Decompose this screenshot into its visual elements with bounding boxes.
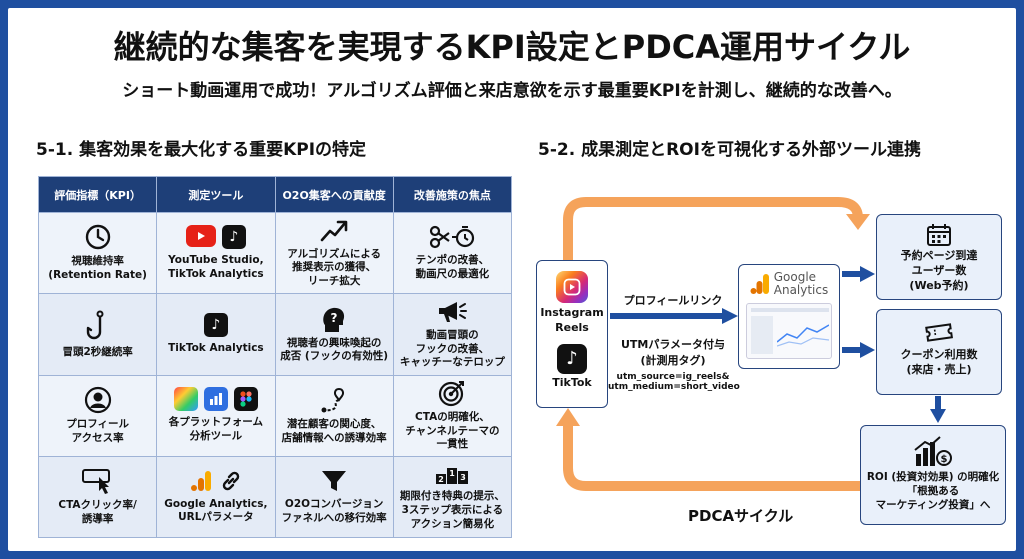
kpi-cell: CTAクリック率/ 誘導率 <box>37 455 158 539</box>
col-header-tool: 測定ツール <box>156 176 276 213</box>
focus-label: 動画冒頭の フックの改善、 キャッチーなテロップ <box>399 328 505 369</box>
tiktok-icon: ♪ <box>221 224 246 249</box>
kpi-cell: 視聴維持率 (Retention Rate) <box>37 211 158 295</box>
tool-cell: Google Analytics, URLパラメータ <box>156 455 276 539</box>
page-title: 継続的な集客を実現するKPI設定とPDCA運用サイクル <box>113 28 911 66</box>
contribution-cell: アルゴリズムによる 推奨表示の獲得、 リーチ拡大 <box>274 211 394 295</box>
target-icon <box>439 381 465 407</box>
result-reservation-label: 予約ページ到達 ユーザー数 (Web予約) <box>900 249 978 292</box>
tool-cell: 各プラットフォーム 分析ツール <box>156 374 276 457</box>
flow-arrows <box>556 197 946 491</box>
google-analytics-box: Google Analytics <box>738 264 840 369</box>
contribution-cell: ? 視聴者の興味喚起の 成否 (フックの有効性) <box>274 293 394 376</box>
orange-arrow-top <box>563 197 863 260</box>
source-platforms-box: Instagram Reels ♪ TikTok <box>536 260 608 408</box>
svg-text:?: ? <box>331 311 338 325</box>
svg-text:$: $ <box>941 454 948 465</box>
link-icon <box>222 471 240 490</box>
kpi-label: 冒頭2秒継続率 <box>62 345 133 358</box>
utm-code: utm_source=ig_reels& utm_medium=short_vi… <box>608 372 740 392</box>
result-roi-box: $ ROI (投資対効果) の明確化 「根拠ある マーケティング投資」へ <box>860 425 1006 525</box>
youtube-icon <box>185 224 216 247</box>
focus-cell: 動画冒頭の フックの改善、 キャッチーなテロップ <box>392 293 513 376</box>
orange-arrow-return <box>563 424 860 491</box>
svg-text:1: 1 <box>450 469 456 478</box>
table-row: 冒頭2秒継続率 ♪ TikTok Analytics ? 視聴者の興味喚起の 成… <box>37 293 513 376</box>
google-analytics-icon <box>750 274 769 295</box>
tiktok-icon: ♪ <box>203 313 228 338</box>
tool-cell: ♪ YouTube Studio, TikTok Analytics <box>156 211 276 295</box>
result-roi-label: ROI (投資対効果) の明確化 「根拠ある マーケティング投資」へ <box>866 471 1000 512</box>
contribution-label: アルゴリズムによる 推奨表示の獲得、 リーチ拡大 <box>287 247 382 287</box>
figma-app-icon <box>233 387 258 412</box>
focus-label: 期限付き特典の提示、 3ステップ表示による アクション簡易化 <box>399 490 505 530</box>
focus-cell: 2 1 3 期限付き特典の提示、 3ステップ表示による アクション簡易化 <box>392 455 513 539</box>
kpi-cell: プロフィール アクセス率 <box>37 374 158 457</box>
tiktok-label: TikTok <box>552 375 592 389</box>
result-coupon-box: クーポン利用数 (来店・売上) <box>876 309 1002 395</box>
focus-cell: テンポの改善、 動画尺の最適化 <box>392 211 513 295</box>
trend-up-icon <box>320 220 348 241</box>
roi-chart-icon: $ <box>914 436 952 466</box>
table-header-row: 評価指標（KPI） 測定ツール O2O集客への貢献度 改善施策の焦点 <box>37 176 513 213</box>
analytics-icon <box>190 470 211 491</box>
utm-label: UTMパラメータ付与 (計測用タグ) <box>620 338 726 367</box>
tool-flow-diagram: Instagram Reels ♪ TikTok プロフィールリンク UTMパラ… <box>528 168 1016 551</box>
hook-icon <box>86 310 104 339</box>
slide-canvas: 継続的な集客を実現するKPI設定とPDCA運用サイクル ショート動画運用で成功！… <box>8 8 1016 551</box>
contribution-label: 視聴者の興味喚起の 成否 (フックの有効性) <box>280 336 388 363</box>
kpi-label: CTAクリック率/ 誘導率 <box>58 499 137 525</box>
svg-text:3: 3 <box>461 473 467 482</box>
contribution-label: O2Oコンバージョン ファネルへの移行効率 <box>281 498 387 524</box>
bar-chart-app-icon <box>203 387 228 412</box>
tool-label: Google Analytics, URLパラメータ <box>164 497 268 524</box>
colorful-app-icon <box>173 387 198 412</box>
col-header-focus: 改善施策の焦点 <box>392 176 513 213</box>
route-pin-icon <box>321 387 345 413</box>
contribution-cell: 潜在顧客の関心度、 店舗情報への誘導効率 <box>274 374 394 457</box>
scissors-timer-icon <box>430 226 475 249</box>
funnel-icon <box>322 471 347 492</box>
section-heading-kpi: 5-1. 集客効果を最大化する重要KPIの特定 <box>36 140 367 160</box>
tool-label: TikTok Analytics <box>168 342 264 355</box>
tiktok-icon: ♪ <box>557 343 587 374</box>
kpi-cell: 冒頭2秒継続率 <box>37 293 158 376</box>
clock-icon <box>85 225 110 250</box>
megaphone-icon <box>439 301 468 322</box>
steps-icon: 2 1 3 <box>436 468 469 485</box>
page-subtitle: ショート動画運用で成功！アルゴリズム評価と来店意欲を示す最重要KPIを計測し、継… <box>122 81 902 101</box>
table-row: プロフィール アクセス率 各プラットフォーム 分析ツール <box>37 374 513 457</box>
focus-cell: CTAの明確化、 チャンネルテーマの 一貫性 <box>392 374 513 457</box>
calendar-icon <box>927 224 951 246</box>
click-icon <box>81 469 110 495</box>
kpi-label: 視聴維持率 (Retention Rate) <box>48 255 147 282</box>
pdca-cycle-label: PDCAサイクル <box>688 507 794 525</box>
tool-label: 各プラットフォーム 分析ツール <box>168 416 263 443</box>
instagram-reels-icon <box>556 271 588 303</box>
analytics-dashboard-thumbnail <box>746 303 832 360</box>
coupon-icon <box>925 323 953 342</box>
focus-label: テンポの改善、 動画尺の最適化 <box>415 254 490 281</box>
col-header-kpi: 評価指標（KPI） <box>37 176 158 213</box>
table-row: 視聴維持率 (Retention Rate) ♪ YouTube Studio,… <box>37 211 513 295</box>
question-head-icon: ? <box>323 307 345 332</box>
col-header-contribution: O2O集客への貢献度 <box>274 176 394 213</box>
result-coupon-label: クーポン利用数 (来店・売上) <box>900 348 978 376</box>
section-heading-tools: 5-2. 成果測定とROIを可視化する外部ツール連携 <box>538 140 921 160</box>
profile-link-label: プロフィールリンク <box>623 294 723 307</box>
kpi-label: プロフィール アクセス率 <box>66 417 130 444</box>
profile-icon <box>84 386 111 414</box>
table-row: CTAクリック率/ 誘導率 <box>37 455 513 539</box>
tool-cell: ♪ TikTok Analytics <box>156 293 276 376</box>
tool-label: YouTube Studio, TikTok Analytics <box>168 253 264 280</box>
google-analytics-label: Google Analytics <box>773 270 829 298</box>
focus-label: CTAの明確化、 チャンネルテーマの 一貫性 <box>405 411 500 451</box>
svg-text:2: 2 <box>439 475 445 484</box>
instagram-reels-label: Instagram Reels <box>540 306 604 334</box>
contribution-cell: O2Oコンバージョン ファネルへの移行効率 <box>274 455 394 539</box>
contribution-label: 潜在顧客の関心度、 店舗情報への誘導効率 <box>281 417 387 444</box>
result-reservation-box: 予約ページ到達 ユーザー数 (Web予約) <box>876 214 1002 300</box>
kpi-table: 評価指標（KPI） 測定ツール O2O集客への貢献度 改善施策の焦点 視聴維持率… <box>37 176 513 539</box>
